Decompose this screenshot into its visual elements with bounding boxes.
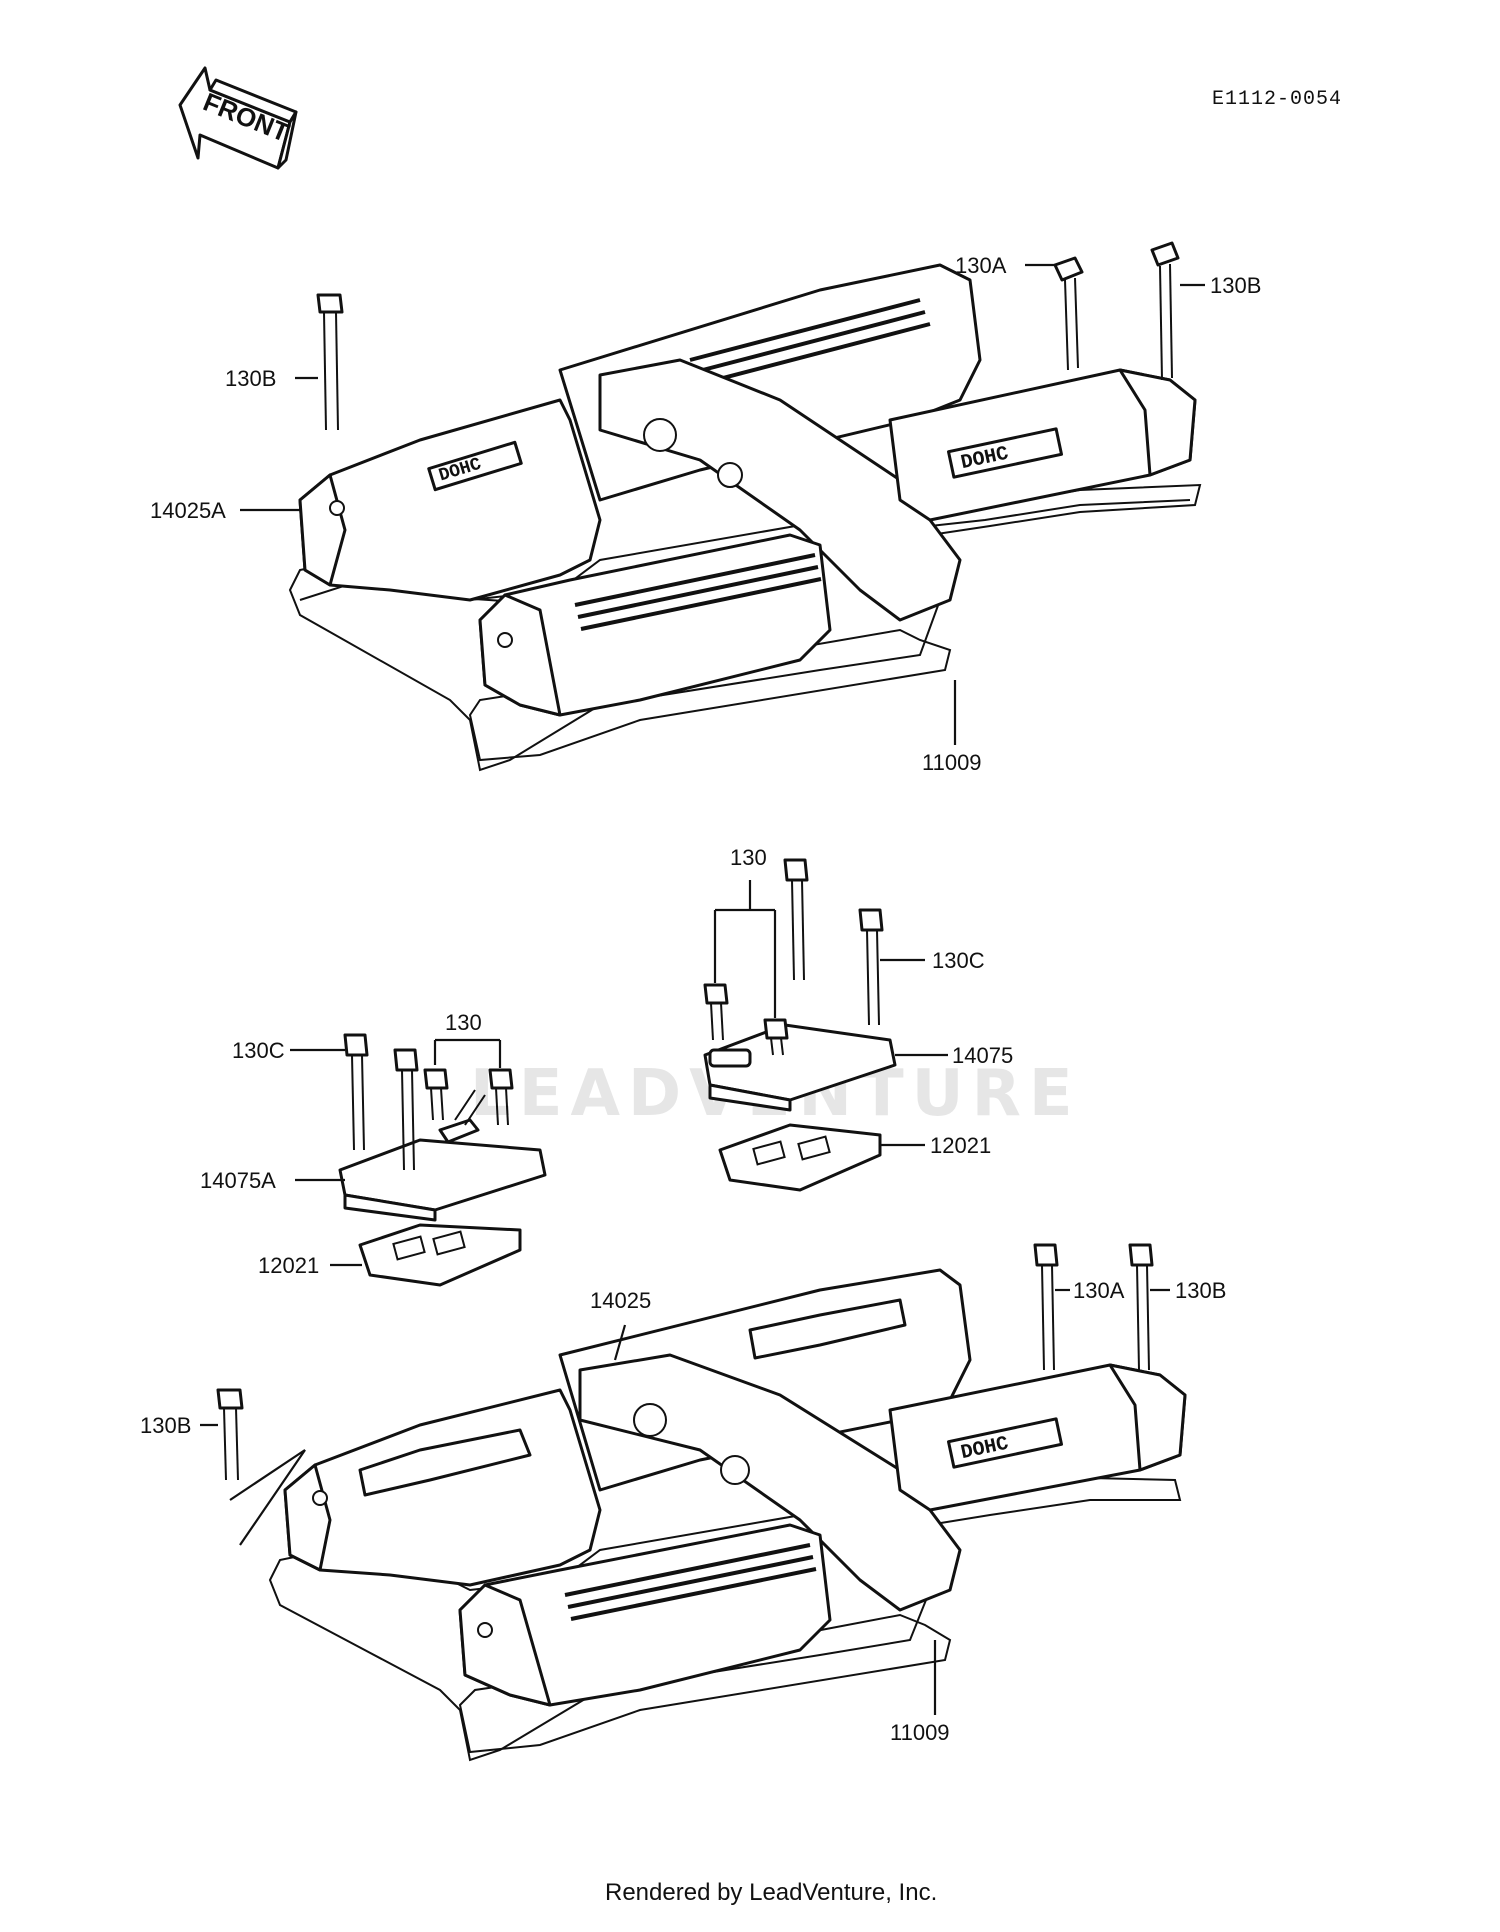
callout-top-130B-left: 130B [225,366,276,391]
callout-mid-130C-right: 130C [932,948,985,973]
bolt-130-left-short-a-icon [423,1068,449,1121]
callout-mid-130-right: 130 [730,845,767,870]
bolt-130B-icon [1150,241,1180,381]
bolt-130-left-short-b-icon [488,1068,514,1126]
bolt-130-right-short-a-icon [703,983,729,1041]
callout-bot-14025: 14025 [590,1288,651,1313]
callout-top-11009: 11009 [922,750,982,775]
diagram-code: E1112-0054 [1212,88,1342,111]
bolt-130B-left-icon [316,293,344,431]
front-arrow-icon: FRONT [178,66,298,170]
footer-credit: Rendered by LeadVenture, Inc. [605,1879,937,1906]
bolt-130-left-long-icon [393,1048,419,1171]
callout-mid-12021-right: 12021 [930,1133,991,1158]
bolt-130C-left-icon [343,1033,369,1151]
callout-top-130B-right: 130B [1210,273,1261,298]
callout-bot-11009: 11009 [890,1720,950,1745]
top-cylinder-head-cover: DOHC DOHC [288,241,1202,772]
callout-top-14025A: 14025A [150,498,226,523]
callout-bot-130B-left: 130B [140,1413,191,1438]
gasket-12021-right [718,1123,882,1192]
callout-mid-14075: 14075 [952,1043,1013,1068]
bolt-130-right-long-icon [783,858,809,981]
bolt-130A-icon [1053,256,1084,371]
bolt-130-right-short-b-icon [763,1018,789,1056]
bolt-130A-bottom-icon [1033,1243,1059,1371]
callout-mid-12021-left: 12021 [258,1253,319,1278]
callout-bot-130B-right: 130B [1175,1278,1226,1303]
breather-cover-14075A [338,1089,547,1222]
callout-mid-130C-left: 130C [232,1038,285,1063]
bolt-130B-bottom-left-icon [216,1388,244,1481]
gasket-12021-left [358,1223,522,1287]
bolt-130B-bottom-icon [1128,1243,1154,1371]
callout-top-130A: 130A [955,253,1007,278]
callout-mid-14075A: 14075A [200,1168,276,1193]
breather-cover-14075 [703,1023,897,1112]
callout-bot-130A: 130A [1073,1278,1125,1303]
bolt-130C-right-icon [858,908,884,1026]
bottom-cylinder-head-cover: DOHC [216,1243,1187,1762]
callout-mid-130-left: 130 [445,1010,482,1035]
